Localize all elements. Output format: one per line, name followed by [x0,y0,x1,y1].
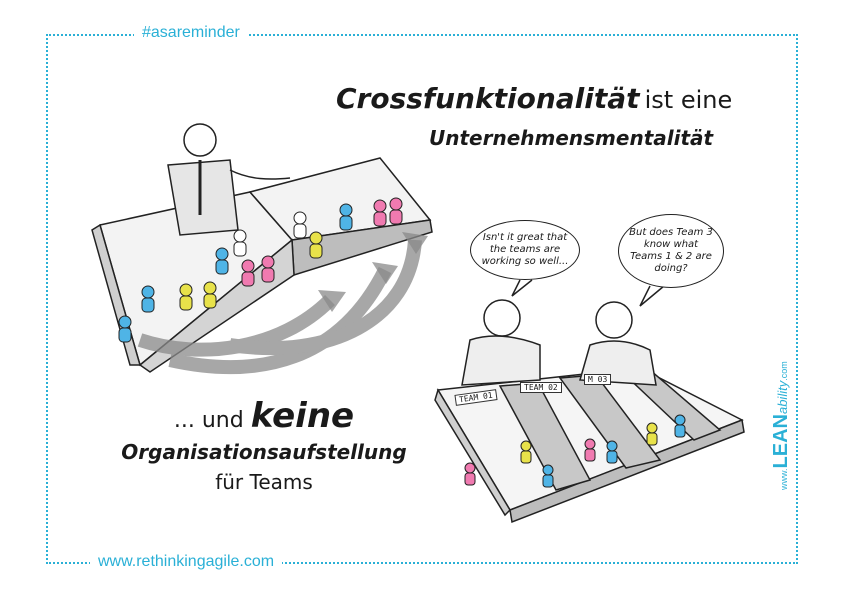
team-label-2: TEAM 02 [520,382,562,393]
bubble-tail-left [511,279,533,297]
dotted-frame [46,34,798,564]
tagline-prefix: ... und [173,408,244,433]
tagline-keyword: keine [250,396,355,436]
logo-brand: LEAN [770,414,792,469]
man-figure [167,123,291,236]
headline-strong: Crossfunktionalität [336,82,640,115]
hashtag-label: #asareminder [134,24,248,42]
headline-rest: ist eine [644,86,733,114]
team-label-3: M 03 [584,374,612,385]
headline-second-line: Unternehmensmentalität [429,126,714,150]
people-right [461,299,657,386]
headline: Crossfunktionalität ist eine [336,82,732,115]
speech-bubble-right: But does Team 3 know what Teams 1 & 2 ar… [618,214,724,288]
right-figures [464,414,686,488]
speech-bubble-left: Isn't it great that the teams are workin… [470,220,580,280]
footer-url-link[interactable]: www.rethinkingagile.com [90,553,283,571]
tagline-line3: für Teams [215,470,313,494]
logo-suffix: ability [775,380,790,415]
tagline-line1: ... und keine [94,396,434,436]
arrow-heads [318,232,428,312]
logo-tld: .com [779,361,789,381]
bubble-tail-right [639,285,665,307]
logo-prefix: www. [779,468,789,490]
leanability-logo: www.LEANability.com [770,361,793,490]
left-figures [118,197,403,343]
tagline-line2: Organisationsaufstellung [121,440,407,464]
gray-arrows [137,239,422,375]
